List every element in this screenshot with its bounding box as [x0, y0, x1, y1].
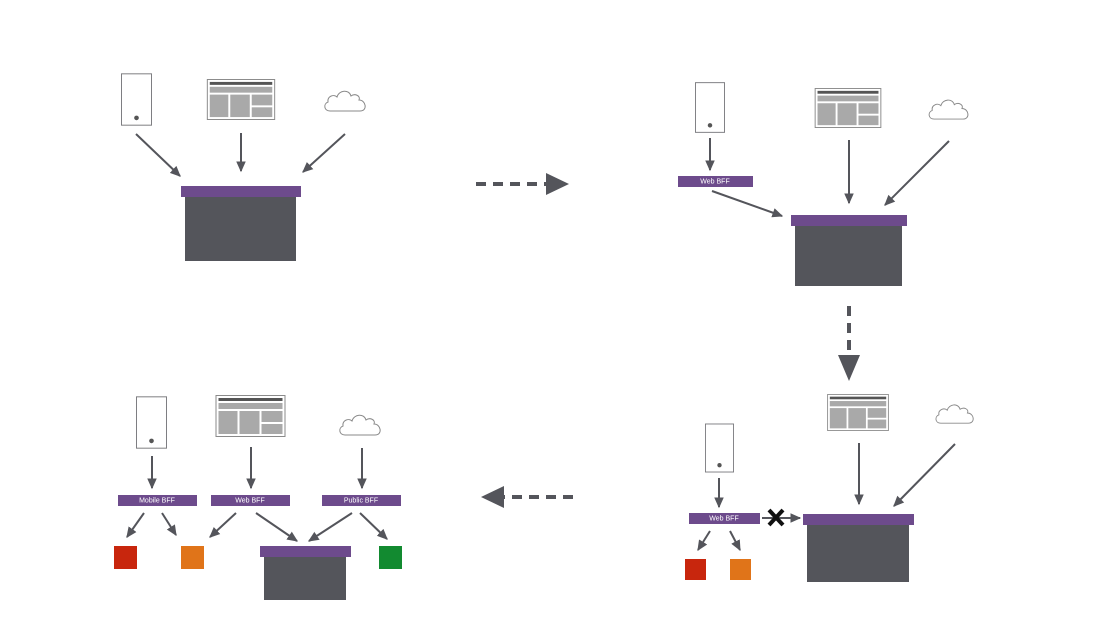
arrow [359, 512, 388, 540]
web-bff-bar [211, 495, 290, 506]
panel-1-monolith [121, 73, 366, 261]
api-bar [181, 186, 301, 197]
api-bar [803, 514, 914, 525]
arrow [161, 512, 177, 537]
monolith-block [185, 196, 296, 261]
arrow [697, 530, 711, 552]
web-browser-icon [827, 394, 889, 431]
web-bff-bar [678, 176, 753, 187]
cloud-icon [324, 90, 366, 112]
x-mark-icon [767, 508, 785, 527]
mobile-bff-bar [118, 495, 197, 506]
mobile-device-icon [705, 423, 734, 473]
arrow [255, 512, 298, 542]
mobile-bff-label: Mobile BFF [139, 498, 175, 505]
public-bff-bar [322, 495, 401, 506]
web-bff-bar [689, 513, 760, 524]
transition-arrow-left [481, 486, 573, 508]
cloud-icon [935, 404, 974, 424]
panel-3-bff-per-client: Mobile BFF Web BFF Public BFF [114, 395, 402, 600]
arrow [135, 133, 181, 177]
web-browser-icon [814, 88, 882, 128]
service-orange [730, 559, 751, 580]
web-bff-label: Web BFF [709, 516, 738, 523]
arrow [893, 443, 956, 507]
arrow [209, 512, 237, 538]
service-red [114, 546, 137, 569]
transition-arrow-down [838, 306, 860, 381]
monolith-block [795, 224, 902, 286]
arrow [884, 140, 950, 206]
arrow [711, 190, 784, 218]
cloud-icon [339, 414, 381, 436]
api-bar [791, 215, 907, 226]
public-bff-label: Public BFF [344, 498, 378, 505]
web-browser-icon [215, 395, 286, 437]
mobile-device-icon [121, 73, 152, 126]
mobile-device-icon [695, 82, 725, 133]
service-green [379, 546, 402, 569]
arrow [307, 512, 353, 542]
arrow [729, 530, 741, 552]
cloud-icon [928, 99, 969, 120]
web-bff-label: Web BFF [700, 179, 729, 186]
service-red [685, 559, 706, 580]
transition-arrow-right [476, 173, 569, 195]
web-browser-icon [206, 79, 276, 120]
service-orange [181, 546, 204, 569]
panel-4-web-bff-services: Web BFF [685, 394, 974, 582]
monolith-block [264, 555, 346, 600]
panel-2-web-bff: Web BFF [678, 82, 969, 286]
monolith-block [807, 522, 909, 582]
api-bar [260, 546, 351, 557]
arrow [302, 133, 346, 173]
mobile-device-icon [136, 396, 167, 449]
web-bff-label: Web BFF [235, 498, 264, 505]
arrow [126, 512, 145, 538]
